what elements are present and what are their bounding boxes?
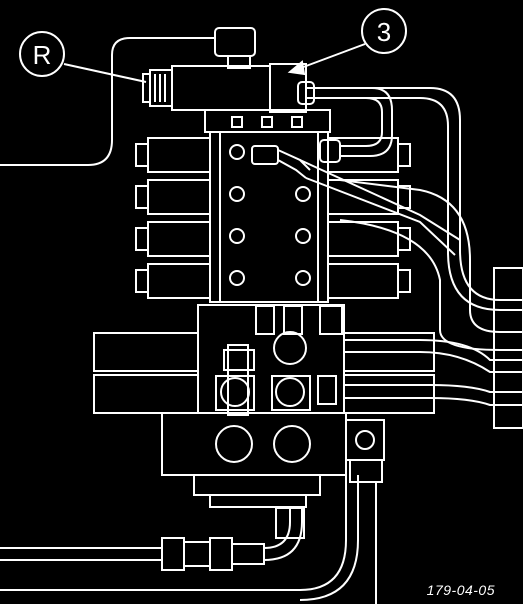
port-bolts: [229, 144, 311, 286]
callout-3: [287, 8, 407, 76]
valve-stack-body: [209, 131, 329, 303]
solenoid-cable: [0, 37, 215, 166]
figure-id: 179-04-05: [426, 582, 495, 598]
plate-nut-3: [291, 116, 303, 128]
plate-nut-1: [231, 116, 243, 128]
solenoid-connector: [214, 27, 256, 69]
manifold-side-left-2: [93, 374, 199, 414]
hose-bundle-right: [339, 179, 523, 429]
callout-r: [19, 31, 147, 83]
callout-r-label: R: [33, 40, 52, 70]
pilot-tubes: [297, 81, 523, 311]
tube-fitting: [251, 145, 461, 256]
manifold-side-right-2: [343, 374, 435, 414]
callout-3-label: 3: [377, 17, 391, 47]
pressure-line: [0, 459, 383, 604]
plate-nut-2: [261, 116, 273, 128]
left-coils: [135, 137, 211, 299]
manifold-side-left-1: [93, 332, 199, 372]
